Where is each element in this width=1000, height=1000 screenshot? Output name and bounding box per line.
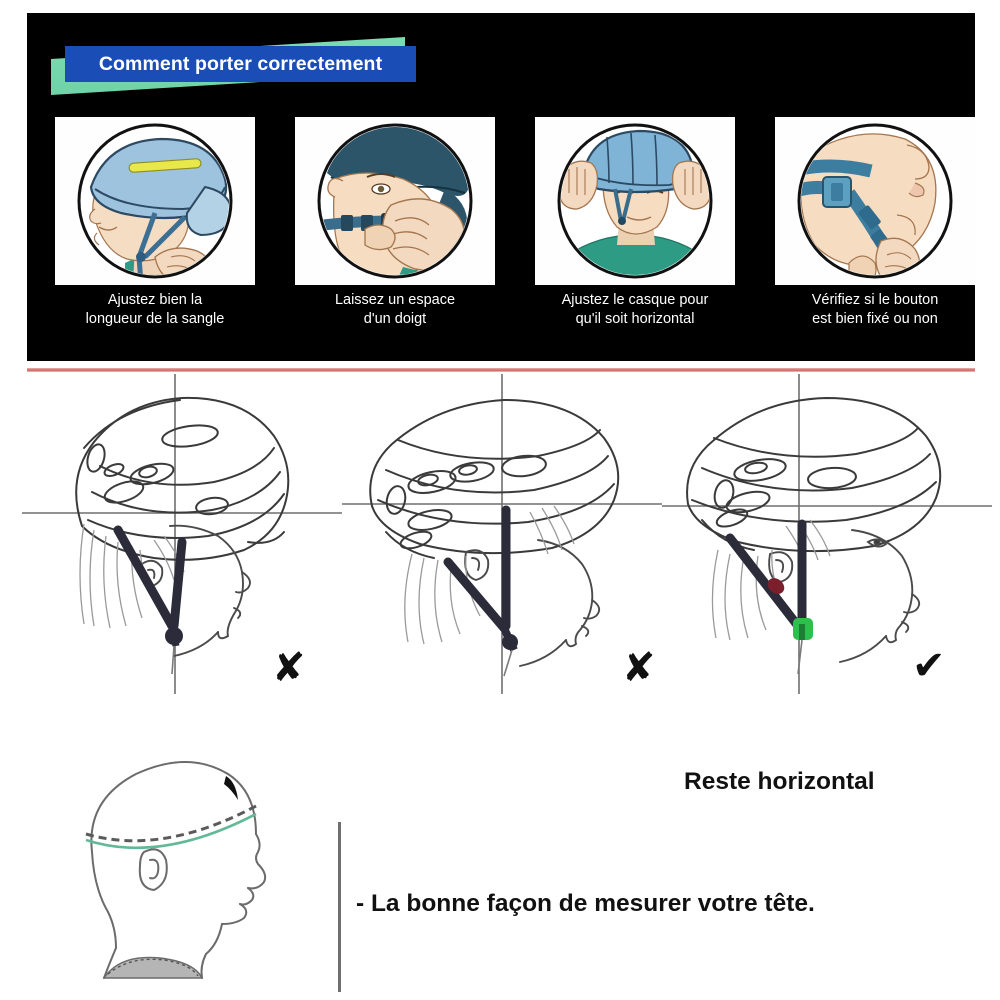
step-2-caption-line2: d'un doigt	[363, 311, 427, 327]
buckle-check-photo	[775, 117, 975, 285]
vertical-rule	[338, 822, 341, 992]
step-card-2: Laissez un espace d'un doigt	[295, 117, 495, 329]
step-3-caption-line2: qu'il soit horizontal	[575, 311, 695, 327]
fit-example-too-far-forward	[342, 374, 672, 694]
step-2-caption: Laissez un espace d'un doigt	[295, 291, 495, 329]
step-card-3: Ajustez le casque pour qu'il soit horizo…	[535, 117, 735, 329]
banner-blue-plate: Comment porter correctement	[65, 46, 416, 82]
step-1-caption: Ajustez bien la longueur de la sangle	[55, 291, 255, 329]
steps-row: Ajustez bien la longueur de la sangle	[27, 13, 975, 361]
step-3-caption: Ajustez le casque pour qu'il soit horizo…	[535, 291, 735, 329]
fit-example-too-far-back	[22, 374, 352, 694]
banner: Comment porter correctement	[47, 37, 417, 97]
step-1-photo-frame	[55, 117, 255, 285]
banner-title: Comment porter correctement	[98, 52, 383, 75]
step-2-caption-line1: Laissez un espace	[334, 292, 456, 308]
measure-note-label: - La bonne façon de mesurer votre tête.	[356, 890, 815, 917]
helmet-too-far-back-diagram	[22, 374, 352, 694]
step-card-4: Vérifiez si le bouton est bien fixé ou n…	[775, 117, 975, 329]
helmet-correct-diagram	[662, 374, 992, 694]
how-to-wear-panel: Comment porter correctement	[27, 13, 975, 361]
cross-mark-1: ✘	[272, 645, 306, 691]
fit-example-correct	[662, 374, 992, 694]
check-mark: ✔	[912, 643, 946, 689]
section-divider	[27, 368, 975, 372]
helmet-too-far-forward-diagram	[342, 374, 672, 694]
cross-mark-2: ✘	[622, 645, 656, 691]
step-3-caption-line1: Ajustez le casque pour	[561, 292, 709, 308]
helmet-strap-length-photo	[55, 117, 255, 285]
step-4-caption: Vérifiez si le bouton est bien fixé ou n…	[775, 291, 975, 329]
step-4-caption-line2: est bien fixé ou non	[812, 311, 938, 327]
step-3-photo-frame	[535, 117, 735, 285]
head-measure-diagram	[60, 748, 350, 988]
step-2-photo-frame	[295, 117, 495, 285]
step-1-caption-line1: Ajustez bien la	[107, 292, 203, 308]
fit-comparison-row	[0, 374, 1000, 694]
step-4-photo-frame	[775, 117, 975, 285]
step-4-caption-line1: Vérifiez si le bouton	[811, 292, 939, 308]
finger-gap-chin-strap-photo	[295, 117, 495, 285]
step-card-1: Ajustez bien la longueur de la sangle	[55, 117, 255, 329]
stay-horizontal-label: Reste horizontal	[684, 768, 875, 795]
head-circumference-illustration	[60, 748, 350, 988]
level-helmet-adjust-photo	[535, 117, 735, 285]
step-1-caption-line2: longueur de la sangle	[85, 311, 225, 327]
